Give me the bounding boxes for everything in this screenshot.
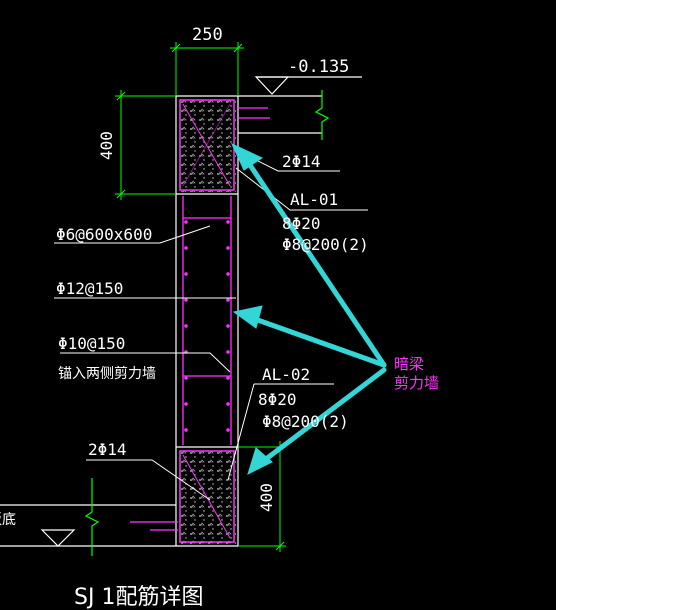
tie-bar-lines (183, 217, 231, 377)
dim-width-lines (170, 42, 244, 96)
top-slab-break-line (314, 90, 330, 140)
bottom-beam-name: AL-02 (262, 365, 310, 384)
left-edge-label: 板底 (0, 512, 16, 528)
drawing-title: SJ 1配筋详图 (74, 585, 203, 610)
top-slab (238, 95, 322, 134)
bottom-level-triangle (40, 529, 76, 547)
top-beam-name: AL-01 (290, 190, 338, 209)
bottom-beam-main-bars: 8Φ20 (258, 390, 297, 409)
dim-top-height-text: 400 (97, 131, 116, 160)
wall-outline (175, 95, 239, 547)
top-concealed-beam (178, 98, 236, 192)
elevation-mark (254, 76, 362, 95)
dim-top-height-lines (115, 90, 176, 200)
callout-arrows (230, 142, 387, 475)
wall-vertical-rebar (182, 196, 232, 445)
blank-area (556, 0, 693, 610)
wall-rebar-dots (184, 220, 230, 432)
cad-drawing-canvas: 250 -0.135 400 400 2Φ14 AL-01 8Φ20 Φ8@20… (0, 0, 556, 610)
top-slab-rebar (238, 107, 270, 119)
dim-bottom-height-text: 400 (257, 483, 276, 512)
horizontal-bars-text: Φ10@150 (58, 334, 125, 353)
callout-line-2: 剪力墙 (394, 374, 439, 392)
tie-bars-text: Φ6@600x600 (56, 225, 152, 244)
anchor-note-text: 锚入两侧剪力墙 (58, 366, 156, 382)
callout-line-1: 暗梁 (394, 355, 424, 373)
leader-lines (54, 149, 368, 501)
vertical-bars-text: Φ12@150 (56, 279, 123, 298)
top-beam-main-bars: 8Φ20 (282, 214, 321, 233)
bottom-beam-stirrups: Φ8@200(2) (262, 412, 349, 431)
bottom-slab-rebar (130, 521, 178, 531)
bottom-beam-corner-rebar: 2Φ14 (88, 440, 127, 459)
rebar-detail-drawing: 250 -0.135 400 400 2Φ14 AL-01 8Φ20 Φ8@20… (0, 25, 439, 610)
top-beam-corner-rebar: 2Φ14 (282, 152, 321, 171)
elevation-text: -0.135 (288, 57, 349, 77)
dim-width-text: 250 (192, 25, 223, 45)
bottom-slab-break-line (84, 478, 100, 556)
bottom-concealed-beam (178, 449, 236, 544)
top-beam-stirrups: Φ8@200(2) (282, 235, 369, 254)
bottom-slab (0, 504, 176, 547)
